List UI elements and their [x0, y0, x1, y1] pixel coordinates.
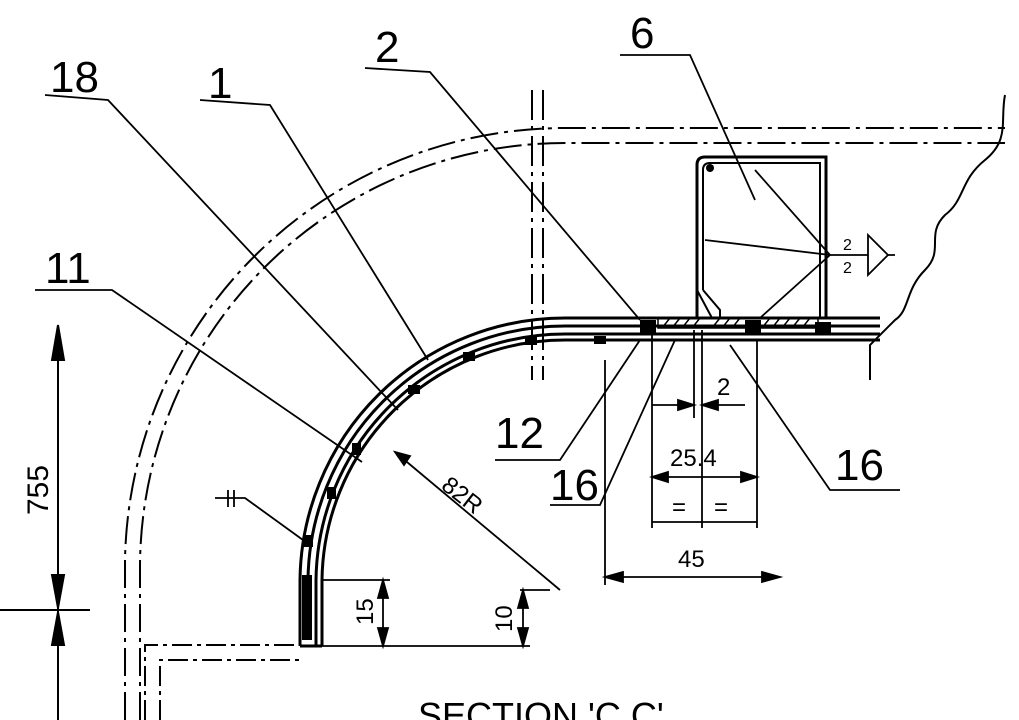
callout-6: 6 [630, 9, 654, 58]
dimension-755 [0, 324, 90, 720]
bent-plates [298, 316, 880, 648]
weld-top: 2 [843, 237, 852, 254]
dimension-15 [322, 576, 530, 650]
hatch-strip [657, 317, 819, 329]
callout-12: 12 [495, 409, 544, 458]
dim-eq-1: = [672, 494, 686, 521]
dim-15: 15 [352, 598, 379, 625]
outer-outline [124, 127, 1005, 720]
bottom-dimensions [601, 330, 784, 585]
dim-eq-2: = [714, 494, 728, 521]
centre-line [531, 90, 544, 380]
leader-lines [35, 54, 900, 541]
callout-2: 2 [375, 23, 399, 72]
dimension-10 [516, 586, 550, 650]
box-section [695, 155, 828, 319]
weld-lines [704, 169, 895, 319]
rivet-marks [304, 320, 831, 547]
callout-11: 11 [45, 244, 91, 293]
break-line [869, 94, 1006, 380]
dim-82r: 82R [436, 471, 487, 519]
dim-45: 45 [678, 546, 705, 573]
dim-755: 755 [22, 465, 55, 515]
radius-dimension [392, 450, 561, 591]
callout-16-right: 16 [835, 441, 884, 490]
dim-10: 10 [491, 605, 518, 632]
dim-2: 2 [717, 374, 730, 401]
dim-25-4: 25.4 [670, 445, 717, 472]
section-title: SECTION 'C C' [418, 695, 664, 720]
callout-1: 1 [208, 59, 232, 108]
inner-outline [144, 644, 300, 720]
callout-18: 18 [50, 53, 99, 102]
weld-bottom: 2 [843, 260, 852, 277]
callout-16-left: 16 [550, 461, 599, 510]
